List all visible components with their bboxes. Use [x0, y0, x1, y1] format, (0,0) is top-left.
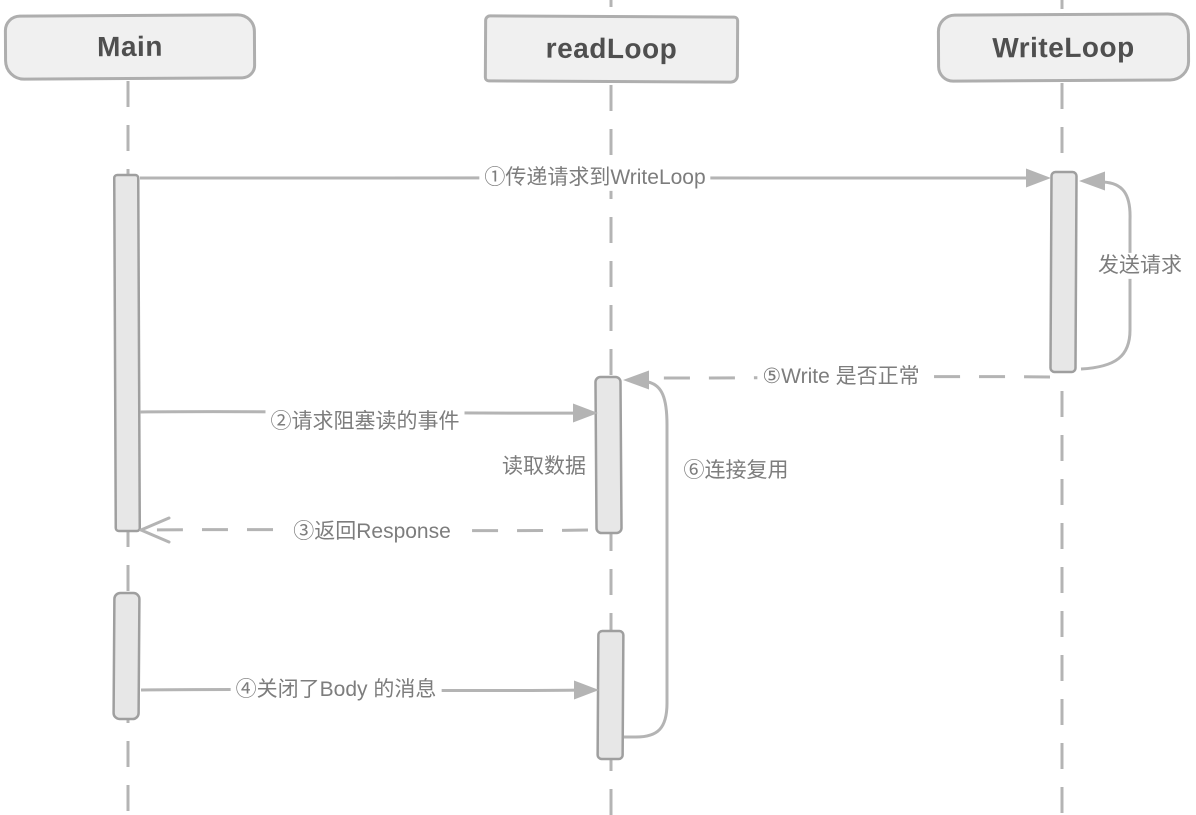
actor-writeloop: WriteLoop	[936, 12, 1191, 83]
activation-readloop-1	[594, 375, 623, 535]
connection-reuse-loop-line	[624, 380, 669, 739]
message-1-label: ①传递请求到WriteLoop	[479, 164, 711, 192]
activation-writeloop-1	[1049, 170, 1078, 374]
connection-reuse-label: ⑥连接复用	[678, 457, 794, 485]
message-2-label: ②请求阻塞读的事件	[265, 408, 465, 436]
send-request-label: 发送请求	[1093, 252, 1187, 280]
actor-main-label: Main	[97, 30, 163, 63]
message-3-label: ③返回Response	[288, 518, 456, 546]
actor-writeloop-label: WriteLoop	[992, 31, 1135, 63]
activation-main-1	[112, 173, 142, 533]
read-data-label: 读取数据	[497, 453, 591, 481]
activation-main-2	[112, 591, 141, 721]
activation-readloop-2	[596, 629, 625, 761]
actor-readloop: readLoop	[483, 14, 740, 84]
message-5-label: ⑤Write 是否正常	[757, 363, 925, 391]
actor-main: Main	[3, 13, 257, 81]
message-4-label: ④关闭了Body 的消息	[230, 676, 442, 704]
actor-readloop-label: readLoop	[545, 32, 678, 65]
message-3-arrow	[139, 516, 589, 544]
writeloop-self-loop-arrow	[1079, 171, 1132, 371]
